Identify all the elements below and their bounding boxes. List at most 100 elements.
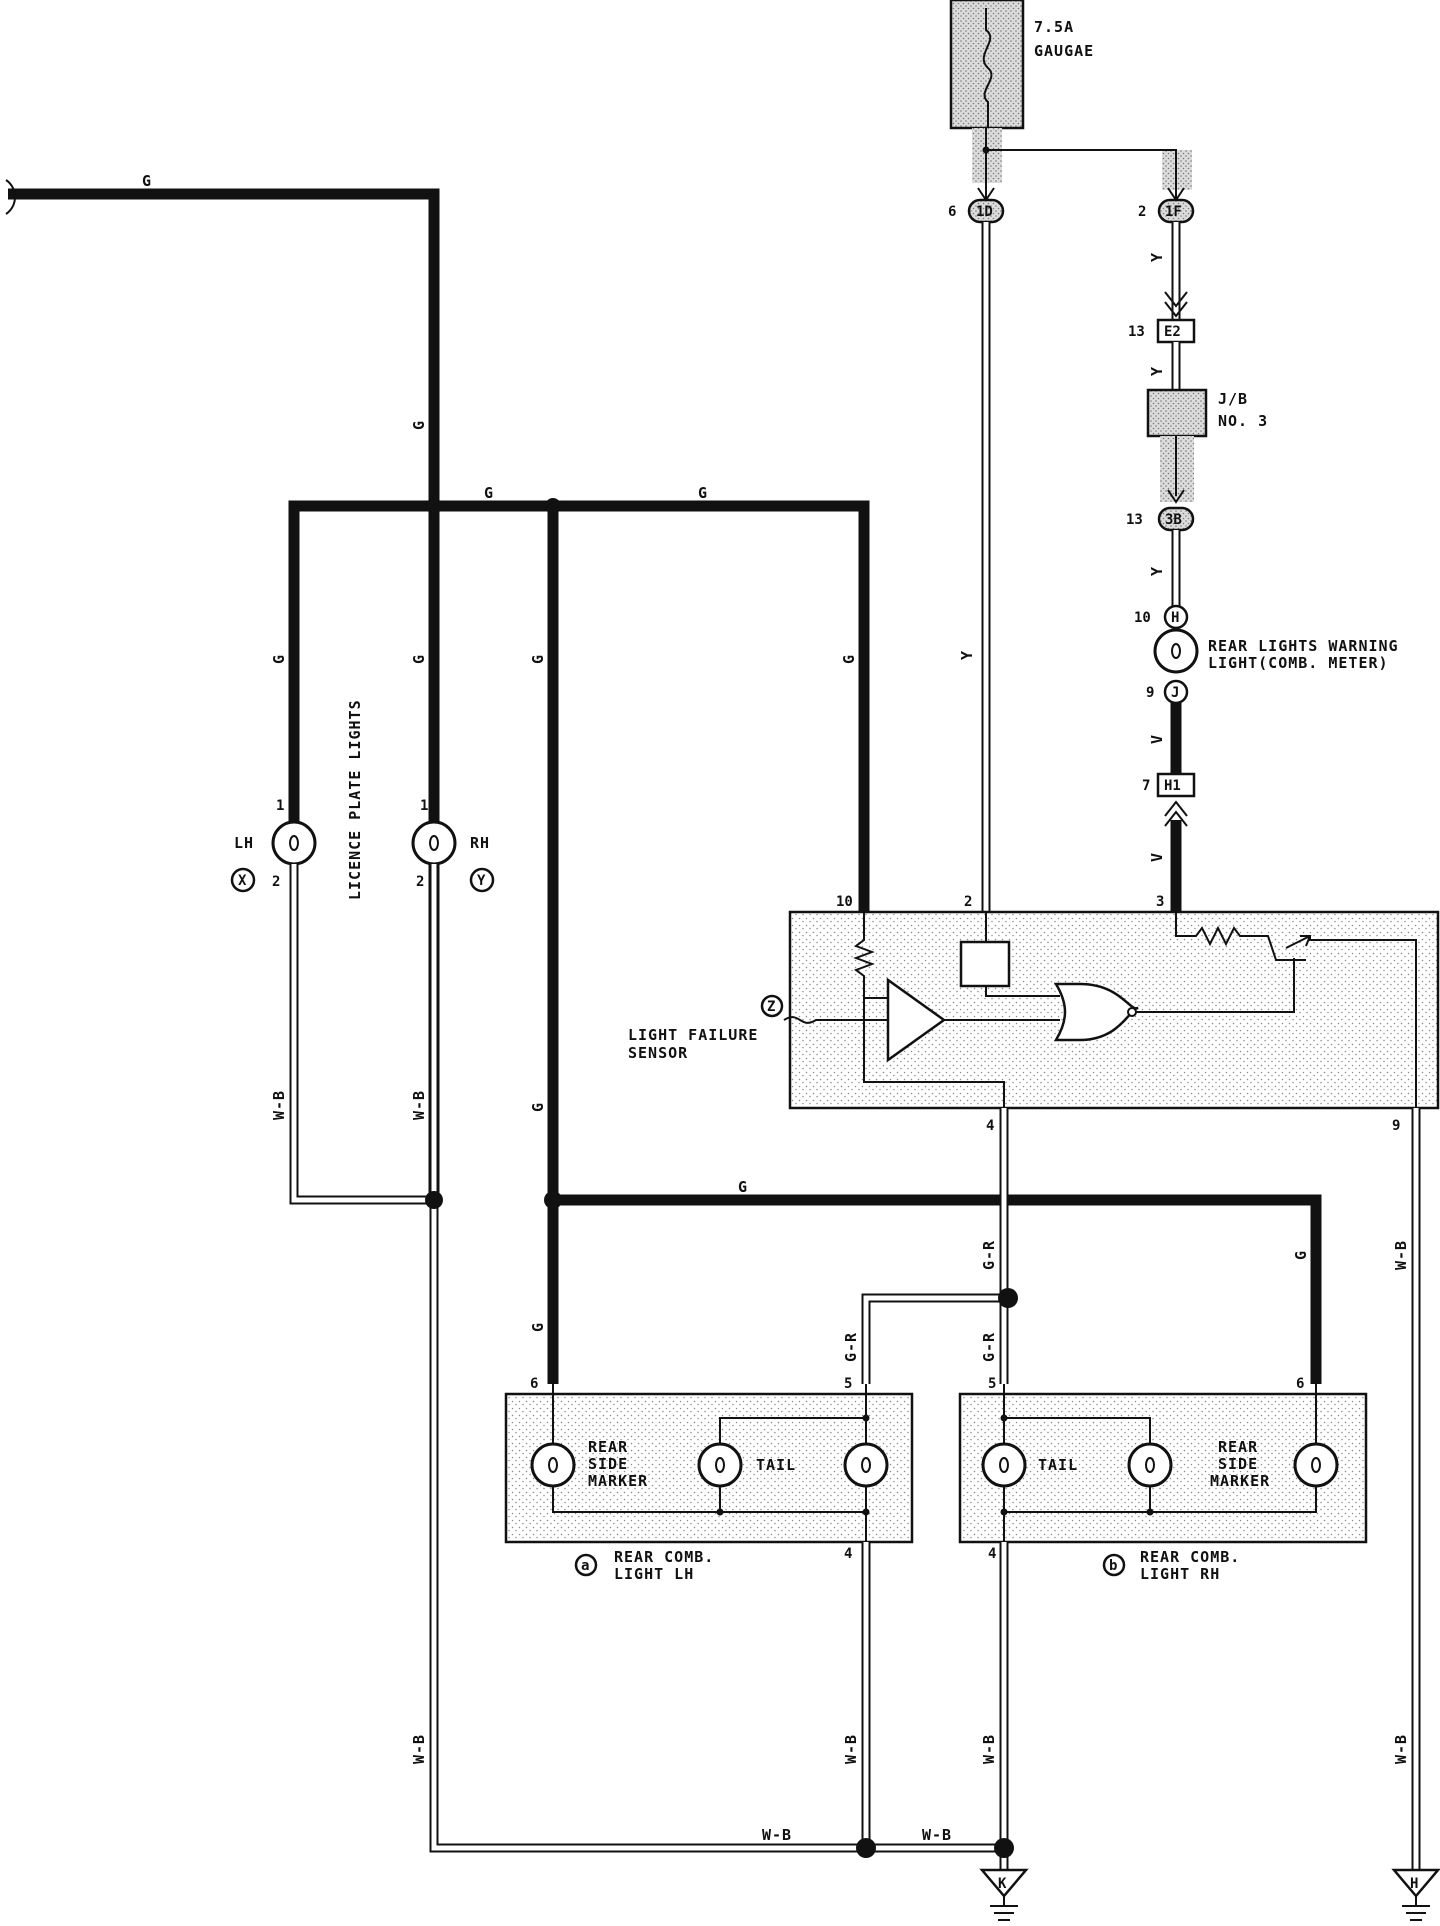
wire-g-label-vert: G xyxy=(410,420,428,430)
comb-rh-pin6: 6 xyxy=(1296,1376,1304,1392)
wire-g-label-lh2: G xyxy=(529,1322,547,1332)
comb-lh-line2: LIGHT LH xyxy=(614,1565,694,1583)
wire-g-label-low: G xyxy=(529,1102,547,1112)
comb-rh-pin5: 5 xyxy=(988,1376,996,1392)
wire-gr-label-3: G-R xyxy=(842,1332,860,1362)
wire-g-main xyxy=(8,188,440,1200)
comb-lh-pin5: 5 xyxy=(844,1376,852,1392)
comb-rh-tail-lamp-2-icon xyxy=(1127,1442,1173,1488)
comb-lh-marker-1: REAR xyxy=(588,1438,628,1456)
wire-wb-label-rh: W-B xyxy=(410,1090,428,1120)
wire-g-label-bus1: G xyxy=(484,484,494,502)
connector-h1-pin: 7 xyxy=(1142,778,1150,794)
wire-wb-label-lh4: W-B xyxy=(842,1734,860,1764)
sensor-line2: SENSOR xyxy=(628,1044,688,1062)
lp-lh-pin1: 1 xyxy=(276,798,284,814)
wire-g-label-mid: G xyxy=(529,654,547,664)
jb-line1: J/B xyxy=(1218,390,1248,408)
lp-rh-pin1: 1 xyxy=(420,798,428,814)
fuse-rating: 7.5A xyxy=(1034,18,1074,36)
comb-rh-tail: TAIL xyxy=(1038,1456,1078,1474)
wire-wb-label-lh: W-B xyxy=(270,1090,288,1120)
wire-v-label-2: V xyxy=(1148,852,1166,862)
sensor-line1: LIGHT FAILURE xyxy=(628,1026,758,1044)
comb-lh-line1: REAR COMB. xyxy=(614,1548,714,1566)
wire-wb-label-h2: W-B xyxy=(922,1826,952,1844)
connector-1d-pin: 6 xyxy=(948,204,956,220)
connector-h1 xyxy=(1156,772,1196,798)
connector-e2-id: E2 xyxy=(1164,324,1181,340)
lp-lh-side: LH xyxy=(234,834,254,852)
comb-rh-marker-1: REAR xyxy=(1218,1438,1258,1456)
comb-rh-code-badge xyxy=(1102,1553,1126,1577)
wire-g-label-rh2: G xyxy=(1292,1250,1310,1260)
ground-h-icon xyxy=(1391,1868,1440,1921)
connector-1d-id: 1D xyxy=(976,204,993,220)
lp-lh-code: X xyxy=(238,873,247,889)
sensor-pin-4: 4 xyxy=(986,1118,994,1134)
wire-wb-label-rh4: W-B xyxy=(980,1734,998,1764)
sensor-pin-2: 2 xyxy=(964,894,972,910)
comb-lh-tail: TAIL xyxy=(756,1456,796,1474)
ground-k-icon xyxy=(979,1868,1029,1921)
wire-g-label-bus2: G xyxy=(698,484,708,502)
lp-rh-pin2: 2 xyxy=(416,874,424,890)
wire-g-label-sensor: G xyxy=(840,654,858,664)
sensor-pin-10: 10 xyxy=(836,894,853,910)
wire-g-label-top: G xyxy=(142,172,152,190)
comb-rh-marker-3: MARKER xyxy=(1210,1472,1270,1490)
wire-v-label-1: V xyxy=(1148,734,1166,744)
ground-h-label: H xyxy=(1410,1876,1418,1892)
lp-lh-pin2: 2 xyxy=(272,874,280,890)
connector-h-id: H xyxy=(1171,610,1179,626)
comb-rh-marker-2: SIDE xyxy=(1218,1455,1258,1473)
wire-g-bus xyxy=(288,500,870,912)
junction-block-3 xyxy=(1146,388,1208,438)
warning-light-line2: LIGHT(COMB. METER) xyxy=(1208,654,1389,672)
licence-plate-title: LICENCE PLATE LIGHTS xyxy=(346,699,364,900)
lp-rh-code: Y xyxy=(477,873,486,889)
comb-lh-tail-lamp-1-icon xyxy=(697,1442,743,1488)
comb-lh-internal xyxy=(552,1384,870,1542)
comb-rh-line1: REAR COMB. xyxy=(1140,1548,1240,1566)
comb-rh-internal xyxy=(1000,1384,1317,1542)
wire-gr-label-1: G-R xyxy=(980,1240,998,1270)
connector-h xyxy=(1163,604,1189,630)
lp-rh-side: RH xyxy=(470,834,490,852)
comb-lh-code: a xyxy=(581,1558,589,1574)
wire-y-label-3: Y xyxy=(1148,566,1166,576)
sensor-code-badge xyxy=(760,994,784,1018)
nor-gate-icon xyxy=(1053,982,1139,1042)
connector-1f-id: 1F xyxy=(1165,204,1182,220)
comb-rh-tail-lamp-1-icon xyxy=(981,1442,1027,1488)
comb-rh-pin4: 4 xyxy=(988,1546,996,1562)
wire-y-label-4: Y xyxy=(958,650,976,660)
wire-g-comb-rh xyxy=(553,1194,1322,1384)
wire-g-label-lh: G xyxy=(270,654,288,664)
wire-wb-label-h1: W-B xyxy=(762,1826,792,1844)
comb-rh-marker-lamp-icon xyxy=(1293,1442,1339,1488)
ground-k-label: K xyxy=(998,1876,1007,1892)
wire-y-label-1: Y xyxy=(1148,252,1166,262)
connector-3b-id: 3B xyxy=(1165,512,1182,528)
sensor-pin-3: 3 xyxy=(1156,894,1164,910)
connector-e2-pin: 13 xyxy=(1128,324,1145,340)
wire-wb-label-sensor: W-B xyxy=(1392,1240,1410,1270)
licence-lamp-rh-icon xyxy=(411,820,457,866)
wire-y-label-2: Y xyxy=(1148,366,1166,376)
comb-lh-pin4: 4 xyxy=(844,1546,852,1562)
connector-h-pin: 10 xyxy=(1134,610,1151,626)
sensor-pin-9: 9 xyxy=(1392,1118,1400,1134)
sensor-internal-circuit xyxy=(783,912,1417,1108)
connector-j-id: J xyxy=(1171,685,1179,701)
comb-rh-code: b xyxy=(1109,1558,1117,1574)
wire-gr-label-2: G-R xyxy=(980,1332,998,1362)
connector-1f-pin: 2 xyxy=(1138,204,1146,220)
comb-lh-marker-3: MARKER xyxy=(588,1472,648,1490)
sensor-relay-icon xyxy=(959,940,1011,988)
licence-lamp-lh-icon xyxy=(271,820,317,866)
wire-g-label-rh: G xyxy=(410,654,428,664)
wire-wb-label-bottom-l: W-B xyxy=(410,1734,428,1764)
sensor-code: Z xyxy=(767,999,775,1015)
